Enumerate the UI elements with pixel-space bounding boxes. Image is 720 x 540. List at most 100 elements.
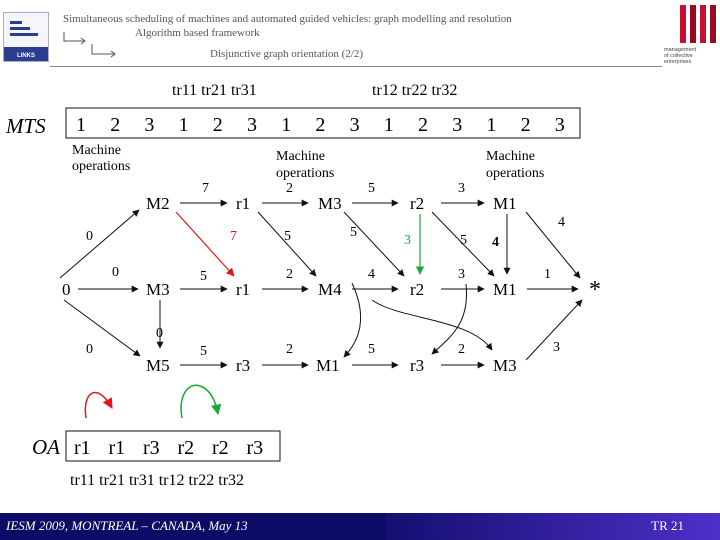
machine-ops-2-line1: Machine <box>276 149 325 164</box>
machine-ops-annotation-2: Machine operations <box>276 149 334 181</box>
footer-left-panel <box>0 513 385 540</box>
oa-seq-item: r1 <box>74 437 91 459</box>
edge-src-m2 <box>59 209 140 279</box>
weight-src-m3: 0 <box>112 265 119 280</box>
disjunctive-graph-diagram: tr11 tr21 tr31 tr12 tr22 tr32 MTS 1 2 3 1 2 3… <box>5 82 601 489</box>
weight-r1b-m4: 2 <box>286 267 293 282</box>
weight-src-m2: 0 <box>86 229 93 244</box>
tr-group2-label: tr12 tr22 tr32 <box>372 82 457 99</box>
mts-seq-item: 2 <box>521 114 531 136</box>
oa-seq-item: r3 <box>247 437 264 459</box>
edge-r2a-m1b <box>431 211 495 277</box>
node-m1-row1: M1 <box>493 194 517 213</box>
machine-ops-3-line2: operations <box>486 166 544 181</box>
oa-label: OA <box>32 435 60 459</box>
edge-m1-sink <box>525 211 581 279</box>
node-m1-row2: M1 <box>493 280 517 299</box>
node-sink: * <box>589 277 601 303</box>
weight-m2-r1: 7 <box>202 181 209 196</box>
weight-m1a-m1b: 4 <box>492 235 499 250</box>
oa-transport-labels: tr11 tr21 tr31 tr12 tr22 tr32 <box>70 472 244 489</box>
footer-bar: IESM 2009, MONTREAL – CANADA, May 13 TR … <box>0 513 720 540</box>
weight-r3-m1c: 2 <box>286 342 293 357</box>
machine-ops-3-line1: Machine <box>486 149 535 164</box>
node-m3-row2: M3 <box>146 280 170 299</box>
node-source: 0 <box>62 280 71 299</box>
mts-seq-item: 3 <box>350 114 360 136</box>
oa-seq-item: r3 <box>143 437 160 459</box>
weight-m1-sink: 4 <box>558 215 565 230</box>
edge-curve-m1c-m3c <box>371 299 493 351</box>
node-m5: M5 <box>146 356 170 375</box>
mts-seq-item: 2 <box>418 114 428 136</box>
weight-r3-m3c: 2 <box>458 342 465 357</box>
mts-seq-item: 2 <box>213 114 223 136</box>
edge-src-m5 <box>63 299 141 357</box>
logo-right-text: management of collective enterprises <box>664 47 697 65</box>
node-m1-row3: M1 <box>316 356 340 375</box>
machine-ops-1-line2: operations <box>72 159 130 174</box>
weight-m4-r2: 4 <box>368 267 375 282</box>
mts-seq-item: 1 <box>281 114 291 136</box>
weight-m1b-sink: 1 <box>544 267 551 282</box>
node-r3-row3: r3 <box>236 356 250 375</box>
weight-r2a-m1b: 5 <box>460 233 467 248</box>
edge-m3a-r2b <box>343 211 405 277</box>
edge-r1a-m4 <box>257 211 317 277</box>
node-r3-row3b: r3 <box>410 356 424 375</box>
breadcrumb-arrows <box>63 32 116 58</box>
node-r1-row1: r1 <box>236 194 250 213</box>
machine-ops-annotation-3: Machine operations <box>486 149 544 181</box>
machine-ops-2-line2: operations <box>276 166 334 181</box>
weight-r2-m1: 3 <box>458 181 465 196</box>
mts-seq-item: 1 <box>179 114 189 136</box>
green-orientation-arrow <box>180 384 222 419</box>
weight-r1a-m4: 5 <box>284 229 291 244</box>
mts-label: MTS <box>5 114 46 138</box>
machine-ops-1-line1: Machine <box>72 143 121 158</box>
node-r1-row2: r1 <box>236 280 250 299</box>
oa-sequence-box <box>65 430 281 462</box>
graph-edges <box>59 199 583 369</box>
weight-src-m5: 0 <box>86 342 93 357</box>
node-r2-row2: r2 <box>410 280 424 299</box>
weight-r2a-r2b-green: 3 <box>404 233 411 248</box>
weight-r2b-m1: 3 <box>458 267 465 282</box>
header-rule <box>50 66 662 67</box>
presentation-title: Simultaneous scheduling of machines and … <box>63 13 512 25</box>
weight-m2-r1b-red: 7 <box>230 229 237 244</box>
weight-m3b-m5: 0 <box>156 326 163 341</box>
footer-right-panel <box>385 513 720 540</box>
edge-m2-r1b-red <box>175 211 235 277</box>
weight-m5-r3: 5 <box>200 344 207 359</box>
logo-left-text: LINKS <box>17 53 35 59</box>
slide-subtitle: Disjunctive graph orientation (2/2) <box>210 48 364 60</box>
tr-group1-label: tr11 tr21 tr31 <box>172 82 257 99</box>
node-m3-row3: M3 <box>493 356 517 375</box>
edge-curve-r2-r3 <box>431 283 468 355</box>
edge-m3c-sink <box>525 299 583 361</box>
edge-weights: 0 0 0 7 2 5 3 4 7 5 5 3 5 4 5 2 4 3 1 0 … <box>86 181 565 359</box>
mts-sequence-box <box>65 107 581 139</box>
node-m2: M2 <box>146 194 170 213</box>
graph-nodes: 0 M2 r1 M3 r2 M1 M3 r1 M4 r2 M1 M5 r3 M1… <box>62 194 601 375</box>
red-orientation-arrow <box>84 391 113 419</box>
footer-conference-text: IESM 2009, MONTREAL – CANADA, May 13 <box>6 518 248 533</box>
machine-ops-annotation-1: Machine operations <box>72 143 130 174</box>
mts-seq-item: 3 <box>555 114 565 136</box>
section-title: Algorithm based framework <box>135 27 260 39</box>
mts-seq-item: 2 <box>110 114 120 136</box>
node-m3-row1: M3 <box>318 194 342 213</box>
mts-seq-item: 3 <box>247 114 257 136</box>
iuf-logo: management of collective enterprises <box>664 3 716 65</box>
weight-m3c-sink: 3 <box>553 340 560 355</box>
edge-curve-m4-m1c <box>343 282 362 358</box>
mts-seq-item: 3 <box>144 114 154 136</box>
links-logo: LINKS <box>3 12 49 62</box>
mts-seq-item: 1 <box>486 114 496 136</box>
oa-seq-item: r2 <box>212 437 229 459</box>
mts-seq-item: 3 <box>452 114 462 136</box>
oa-seq-item: r2 <box>178 437 195 459</box>
